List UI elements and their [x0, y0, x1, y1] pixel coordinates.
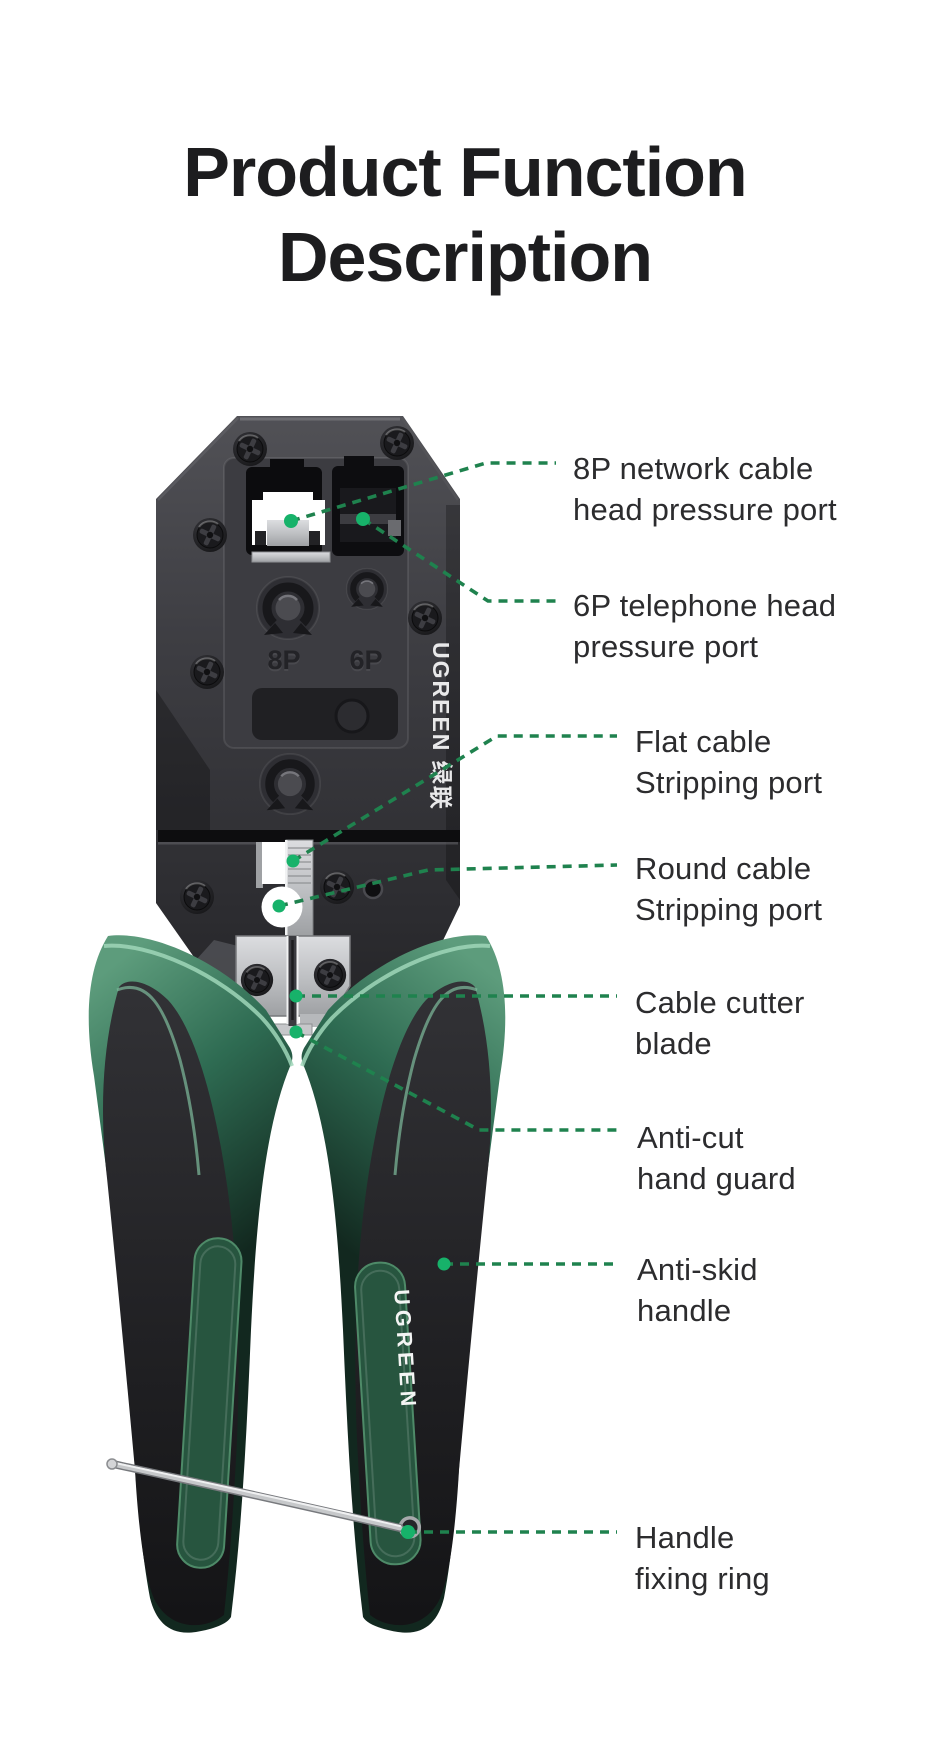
dot-6p-port [356, 512, 370, 526]
screw [407, 600, 443, 636]
screw [312, 957, 348, 993]
dial-6p [347, 569, 388, 610]
port-8p [246, 459, 331, 563]
callout-handle: Anti-skid handle [637, 1249, 758, 1331]
callout-line: pressure port [573, 629, 759, 664]
page-title: Product Function Description [0, 130, 930, 300]
callout-8p-port: 8P network cable head pressure port [573, 448, 837, 530]
fixing-ring-wire [106, 1458, 404, 1532]
svg-text:8P: 8P [267, 647, 300, 677]
page-title-line2: Description [277, 218, 653, 296]
callout-line: Stripping port [635, 892, 823, 927]
svg-text:6P: 6P [349, 647, 382, 677]
callout-hand-guard: Anti-cut hand guard [637, 1117, 796, 1199]
callout-line: head pressure port [573, 492, 837, 527]
port-6p-embossed-label: 6P [349, 645, 382, 675]
screw [232, 431, 268, 467]
callout-line: blade [635, 1026, 712, 1061]
screw [189, 654, 225, 690]
dot-round-strip [272, 899, 286, 913]
callout-line: 8P network cable [573, 451, 814, 486]
callout-line: fixing ring [635, 1561, 770, 1596]
callout-line: Handle [635, 1520, 735, 1555]
callout-cutter-blade: Cable cutter blade [635, 982, 805, 1064]
screw [192, 517, 228, 553]
callout-6p-port: 6P telephone head pressure port [573, 585, 836, 667]
leader-round-strip [278, 863, 618, 908]
callout-fixing-ring: Handle fixing ring [635, 1517, 770, 1599]
callout-line: Cable cutter [635, 985, 805, 1020]
page-title-line1: Product Function [183, 133, 747, 211]
screw [319, 869, 355, 905]
callout-flat-strip: Flat cable Stripping port [635, 721, 822, 803]
port-8p-embossed-label: 8P [267, 645, 300, 675]
callout-round-strip: Round cable Stripping port [635, 848, 822, 930]
right-handle-inlay: UGREEN [354, 1261, 422, 1566]
callout-line: hand guard [637, 1161, 796, 1196]
callout-leaders [272, 461, 618, 1539]
dot-hand-guard [289, 1025, 303, 1039]
dot-flat-strip [286, 854, 300, 868]
screw [379, 425, 415, 461]
dot-fixing-ring [401, 1525, 415, 1539]
tool-head: 8P 8P 6P 6P UGREEN 绿联 [156, 416, 460, 998]
callout-line: 6P telephone head [573, 588, 837, 623]
leader-hand-guard [295, 1030, 617, 1132]
dot-8p-port [284, 514, 298, 528]
dot-handle [437, 1257, 451, 1271]
screw [179, 879, 215, 915]
callout-line: Stripping port [635, 765, 823, 800]
callout-line: Anti-cut [637, 1120, 744, 1155]
callout-line: Anti-skid [637, 1252, 758, 1287]
dial-lower [260, 754, 320, 814]
left-handle [86, 933, 295, 1635]
dot-cutter-blade [289, 989, 303, 1003]
dial-8p [257, 577, 319, 639]
leader-6p-port [362, 517, 556, 603]
die-recess [252, 688, 398, 740]
head-brand-text: UGREEN 绿联 [428, 642, 454, 811]
callout-line: handle [637, 1293, 732, 1328]
callout-line: Flat cable [635, 724, 772, 759]
leader-8p-port [290, 461, 556, 523]
gauge-hole [362, 878, 384, 900]
callout-line: Round cable [635, 851, 812, 886]
